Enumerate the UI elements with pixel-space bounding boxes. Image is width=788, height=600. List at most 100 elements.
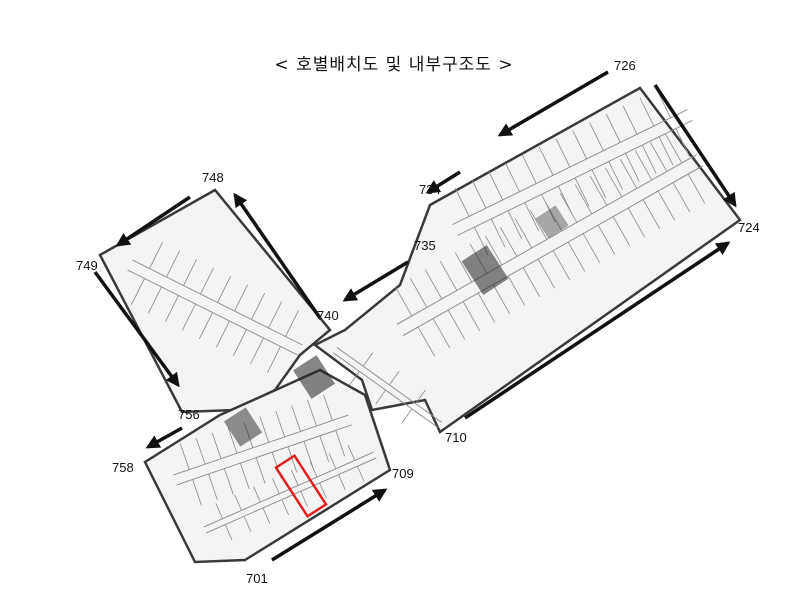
label-709: 709 bbox=[392, 466, 414, 481]
partition-line bbox=[507, 210, 523, 240]
partition-line bbox=[606, 113, 621, 143]
label-749: 749 bbox=[76, 258, 98, 273]
partition-line bbox=[307, 400, 317, 427]
stair-icon bbox=[535, 205, 569, 239]
arrow-icon bbox=[93, 270, 180, 388]
partition-line bbox=[415, 389, 426, 404]
highlighted-room[interactable] bbox=[274, 453, 328, 519]
partition-line bbox=[335, 430, 346, 457]
partition-line bbox=[389, 370, 400, 386]
partition-line bbox=[477, 292, 496, 323]
partition-line bbox=[687, 173, 706, 204]
arrow-icon bbox=[115, 195, 191, 247]
partition-line bbox=[524, 202, 539, 232]
partition-line bbox=[130, 278, 145, 305]
stair-icon bbox=[292, 355, 336, 399]
partition-line bbox=[319, 435, 330, 462]
partition-line bbox=[253, 486, 261, 503]
arrow-icon bbox=[425, 170, 461, 194]
room-labels: 726 724 734 735 740 748 749 756 758 709 … bbox=[76, 58, 760, 586]
partition-line bbox=[409, 278, 428, 308]
partition-line bbox=[559, 193, 578, 223]
partition-line bbox=[303, 441, 314, 468]
label-748: 748 bbox=[202, 170, 224, 185]
partition-line bbox=[439, 261, 458, 291]
label-710: 710 bbox=[445, 430, 467, 445]
partition-line bbox=[251, 293, 266, 320]
partition-line bbox=[224, 524, 233, 541]
partition-line bbox=[198, 312, 213, 339]
partition-line bbox=[672, 182, 691, 212]
partition-line bbox=[203, 451, 374, 528]
partition-line bbox=[505, 163, 520, 192]
partition-line bbox=[522, 267, 541, 297]
partition-line bbox=[166, 250, 181, 278]
partition-line bbox=[597, 224, 616, 255]
partition-line bbox=[183, 259, 198, 286]
partition-line bbox=[217, 276, 232, 303]
partition-line bbox=[627, 207, 646, 238]
partition-line bbox=[447, 309, 466, 340]
partition-line bbox=[492, 284, 511, 314]
partition-line bbox=[514, 218, 533, 249]
partition-line bbox=[281, 499, 289, 516]
partition-line bbox=[249, 337, 264, 365]
partition-line bbox=[394, 286, 413, 317]
partition-line bbox=[255, 457, 266, 484]
partition-line bbox=[488, 171, 504, 201]
partition-line bbox=[375, 389, 386, 405]
partition-line bbox=[582, 233, 601, 263]
partition-line bbox=[266, 346, 281, 373]
south-wing bbox=[143, 368, 392, 564]
partition-line bbox=[657, 190, 676, 221]
arrow-icon bbox=[271, 488, 388, 562]
partition-line bbox=[619, 159, 638, 189]
partition-line bbox=[537, 258, 556, 289]
partition-line bbox=[285, 310, 300, 337]
arrow-icon bbox=[342, 260, 409, 302]
partition-line bbox=[195, 438, 206, 465]
partition-line bbox=[507, 275, 526, 306]
partition-line bbox=[572, 130, 588, 160]
building-outline bbox=[98, 86, 742, 564]
stair-icon bbox=[223, 407, 263, 447]
partition-line bbox=[239, 462, 250, 490]
partition-line bbox=[499, 227, 518, 257]
partition-line bbox=[612, 216, 631, 246]
stair-icon bbox=[461, 245, 509, 295]
partition-line bbox=[243, 516, 252, 532]
partition-line bbox=[208, 473, 218, 500]
partition-line bbox=[574, 177, 590, 207]
partition-line bbox=[227, 427, 238, 454]
partition-line bbox=[552, 250, 571, 280]
partition-line bbox=[471, 179, 487, 209]
partition-line bbox=[529, 210, 548, 240]
partition-line bbox=[642, 199, 661, 229]
partition-line bbox=[206, 457, 377, 534]
partition-line bbox=[259, 416, 270, 443]
partition-line bbox=[454, 187, 470, 217]
partition-line bbox=[591, 169, 607, 199]
partition-line bbox=[287, 446, 298, 473]
partition-line bbox=[291, 469, 299, 486]
partition-line bbox=[268, 301, 283, 329]
partition-line bbox=[424, 269, 443, 300]
partition-line bbox=[625, 153, 640, 182]
partition-line bbox=[291, 405, 301, 432]
label-701: 701 bbox=[246, 571, 268, 586]
partition-line bbox=[656, 89, 671, 119]
partition-line bbox=[338, 474, 346, 491]
partition-line bbox=[176, 424, 352, 486]
partition-line bbox=[589, 176, 608, 206]
label-724: 724 bbox=[738, 220, 760, 235]
partition-line bbox=[555, 138, 571, 168]
partition-line bbox=[641, 144, 657, 174]
partition-line bbox=[323, 394, 333, 421]
partition-line bbox=[349, 371, 360, 386]
partition-line bbox=[234, 284, 249, 312]
partition-line bbox=[608, 161, 623, 190]
label-756: 756 bbox=[178, 407, 200, 422]
partition-line bbox=[634, 150, 653, 181]
partition-line bbox=[589, 122, 604, 151]
partition-line bbox=[541, 194, 556, 223]
